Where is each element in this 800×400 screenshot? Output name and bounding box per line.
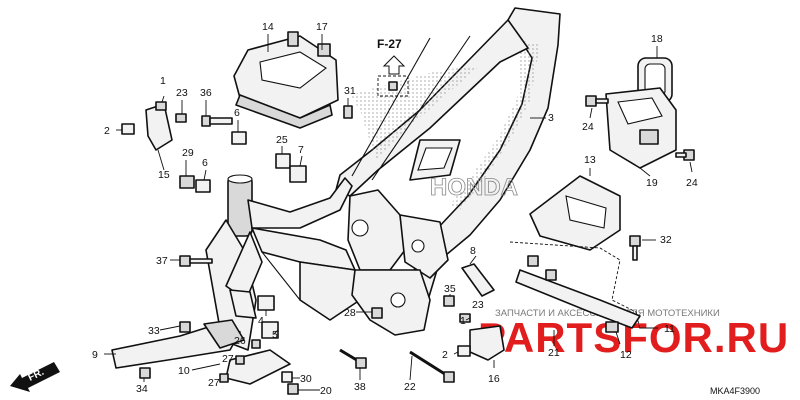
callout: 35 <box>444 283 456 295</box>
bolt-35 <box>443 295 455 307</box>
callout: 1 <box>160 75 166 87</box>
callout: 2 <box>442 349 448 361</box>
callout: 6 <box>234 107 240 119</box>
callout: 22 <box>404 381 416 393</box>
bolt-37 <box>179 255 213 267</box>
callout: 25 <box>276 134 288 146</box>
collar-6-upper <box>231 131 247 145</box>
front-direction-indicator: FR. <box>10 362 60 392</box>
collar-4 <box>257 295 275 311</box>
callout: 23 <box>472 299 484 311</box>
callout: 5 <box>272 329 278 341</box>
bracket-13 <box>529 175 621 251</box>
collar-7 <box>289 165 307 183</box>
callout: 10 <box>178 365 190 377</box>
bolt-36 <box>201 115 233 127</box>
callout: 16 <box>488 373 500 385</box>
callout: 18 <box>651 33 663 45</box>
bracket-14-17 <box>233 31 339 129</box>
callout: 27 <box>208 377 220 389</box>
callout: 11 <box>664 323 675 335</box>
callout: 30 <box>300 373 312 385</box>
callout: 15 <box>158 169 170 181</box>
nut-27-lower <box>219 373 229 383</box>
callout: 14 <box>262 21 274 33</box>
callout: 37 <box>156 255 168 267</box>
callout: 3 <box>548 112 554 124</box>
callout: 6 <box>202 157 208 169</box>
callout: 31 <box>344 85 356 97</box>
brand-mark: HONDA <box>430 174 518 201</box>
main-frame: HONDA <box>205 7 561 351</box>
callout: 9 <box>92 349 98 361</box>
bolt-32 <box>629 235 641 247</box>
screw-23 <box>175 113 187 123</box>
collar-2-left <box>121 123 135 135</box>
callout: 4 <box>258 315 264 327</box>
battery-box-19 <box>605 87 677 169</box>
washer-29 <box>179 175 195 189</box>
collar-8 <box>461 263 495 297</box>
callout: 17 <box>316 21 328 33</box>
bolt-31 <box>343 105 353 119</box>
reference-label: F-27 <box>377 37 402 51</box>
callout: 38 <box>354 381 366 393</box>
rod-assembly <box>509 241 641 333</box>
callout: 27 <box>222 353 234 365</box>
callout: 24 <box>582 121 594 133</box>
callout-leaders <box>104 98 658 391</box>
callout: 19 <box>646 177 658 189</box>
callout: 2 <box>104 125 110 137</box>
callout: 32 <box>660 234 672 246</box>
nut-27-upper <box>235 355 245 365</box>
callout: 36 <box>200 87 212 99</box>
callout: 1 <box>460 315 466 327</box>
bolt-22 <box>409 350 455 383</box>
collar-2-right <box>457 345 471 357</box>
bolt-24-right <box>675 149 695 161</box>
callout: 28 <box>344 307 356 319</box>
callout: 26 <box>234 335 246 347</box>
bolt-26 <box>251 339 261 349</box>
callout: 24 <box>686 177 698 189</box>
bolt-24-left <box>585 95 609 107</box>
callout: 21 <box>548 347 560 359</box>
callout-labels: 1 2 23 36 6 15 29 6 14 17 31 25 7 3 18 2… <box>92 21 698 397</box>
collar-25 <box>275 153 291 169</box>
nut-28 <box>371 307 383 319</box>
bolt-20 <box>287 383 299 395</box>
callout: 29 <box>182 147 194 159</box>
callout: 12 <box>620 349 632 361</box>
bracket-15 <box>145 101 173 151</box>
callout: 33 <box>148 325 160 337</box>
reference-f27: F-27 <box>377 37 409 97</box>
callout: 8 <box>470 245 476 257</box>
diagram-code: MKA4F3900 <box>710 386 760 396</box>
callout: 7 <box>298 144 304 156</box>
collar-30 <box>281 371 293 383</box>
callout: 20 <box>320 385 332 397</box>
callout: 23 <box>176 87 188 99</box>
collar-6-lower <box>195 179 211 193</box>
callout: 34 <box>136 383 148 395</box>
bolt-38 <box>339 348 367 369</box>
callout: 13 <box>584 154 596 166</box>
